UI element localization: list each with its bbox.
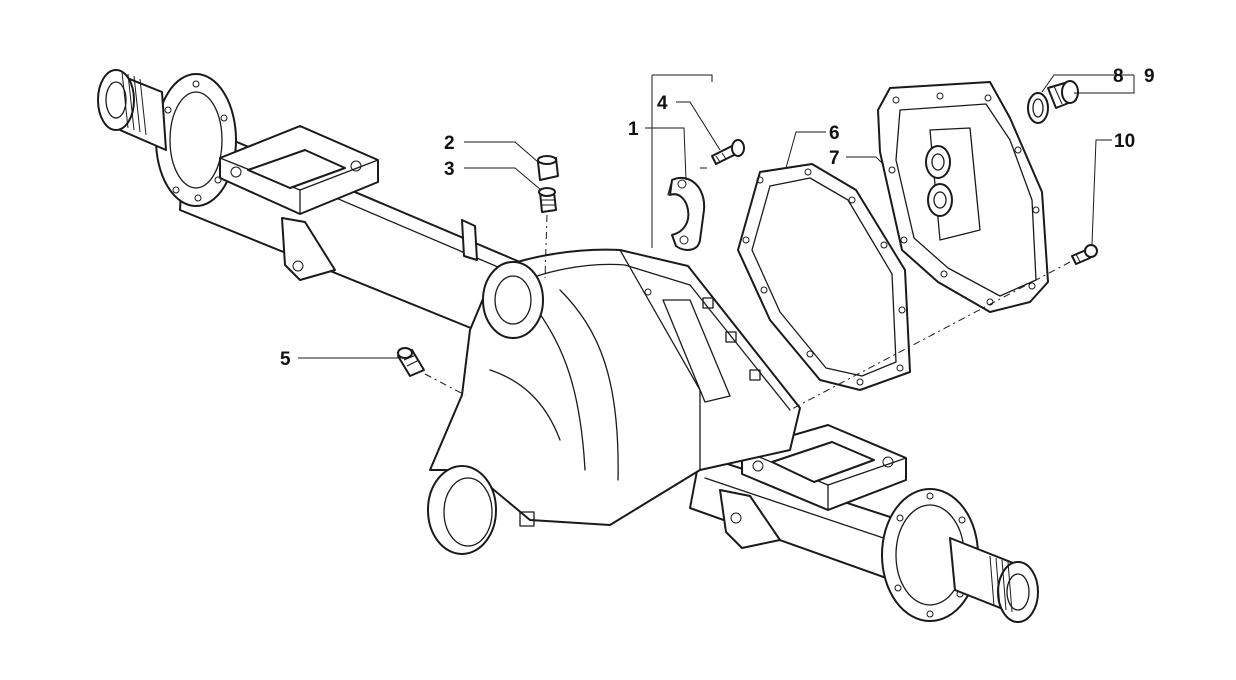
part-9-seal-ring [1027,92,1049,124]
differential-housing [427,248,801,555]
callout-2: 2 [444,133,455,154]
left-tube-tab [461,219,478,261]
alignment-axes [424,167,1071,411]
part-4-bolt [711,139,745,165]
right-shaft-end [949,537,1039,623]
part-3-breather [538,187,557,213]
leader-lines [298,74,1135,359]
callout-4: 4 [657,93,668,114]
callout-7: 7 [829,148,840,169]
part-10-cover-bolt [1071,244,1098,265]
callout-5: 5 [280,349,291,370]
callout-3: 3 [444,159,455,180]
part-7-differential-cover [877,81,1049,313]
part-6-gasket [737,163,911,391]
callout-1: 1 [628,119,639,140]
part-8-fill-plug [1047,80,1079,109]
callout-10: 10 [1114,131,1135,152]
callout-9: 9 [1144,66,1155,87]
left-spring-seat [219,125,379,281]
callout-labels: 1 2 3 4 5 6 7 8 9 10 [280,66,1155,370]
part-1-bearing-cap [667,177,706,251]
part-5-drain-plug [397,347,425,377]
part-2-plug [537,155,559,181]
callout-8: 8 [1113,66,1124,87]
left-shaft-end [97,69,167,151]
left-hub-flange [155,73,237,207]
callout-6: 6 [829,123,840,144]
